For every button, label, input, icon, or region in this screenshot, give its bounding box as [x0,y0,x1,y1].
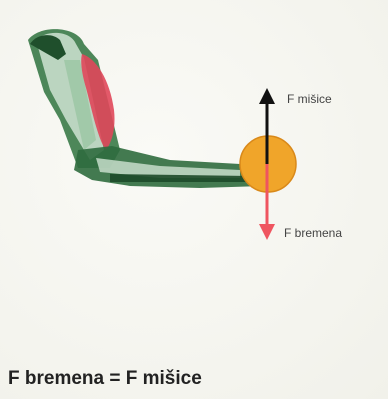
load-force-label: F bremena [284,226,342,240]
equilibrium-equation: F bremena = F mišice [8,368,202,390]
muscle-force-label: F mišice [287,92,332,106]
forearm [74,146,262,188]
